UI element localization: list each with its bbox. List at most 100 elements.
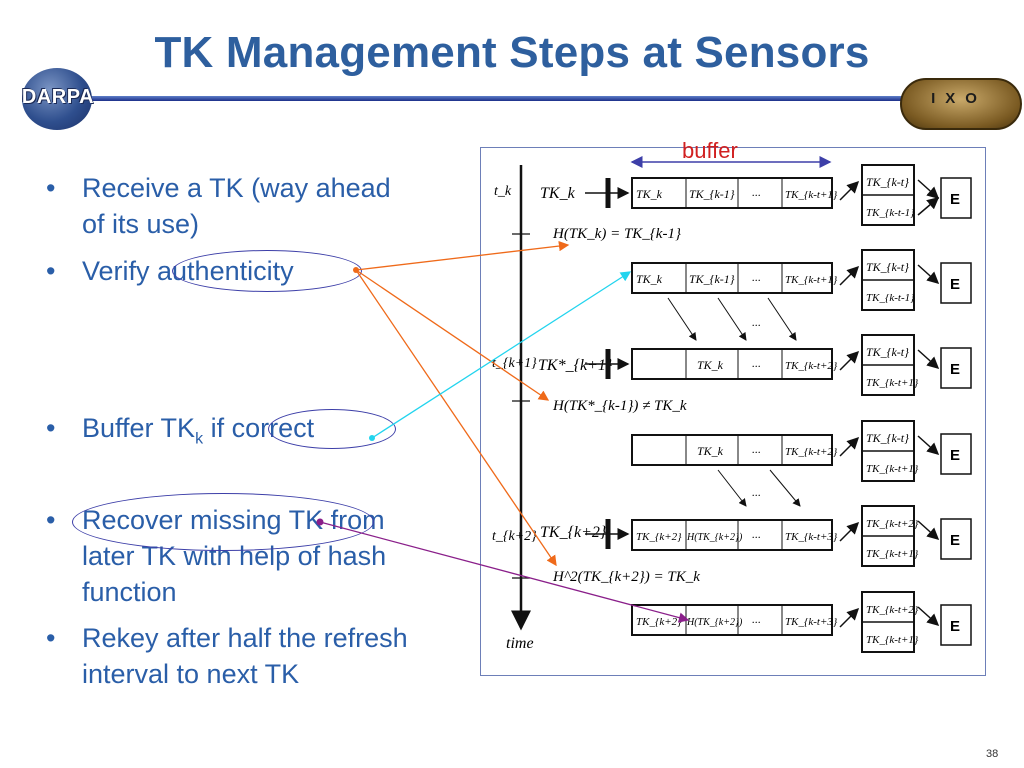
- bullet-buffer-main: Buffer TK: [82, 413, 196, 443]
- bullet-line: Verify authenticity: [82, 256, 294, 286]
- time-mark: t_{k+2}: [492, 529, 537, 544]
- ixo-logo-text: IXO: [931, 90, 987, 107]
- buffer-cell: TK_{k-t+1}: [785, 189, 838, 201]
- buffer-cell: H(TK_{k+2}): [686, 617, 743, 628]
- key-cell: TK_{k-t+1}: [866, 377, 919, 389]
- shift-arrow: [717, 297, 747, 341]
- recover-arrow: [319, 521, 690, 623]
- e-box: E: [950, 618, 960, 635]
- e-box: E: [950, 532, 960, 549]
- shift-arrow: [767, 297, 797, 341]
- key-arrow: [839, 265, 860, 286]
- shift-ellipsis: ...: [752, 315, 761, 329]
- buffer-cell: ...: [752, 442, 761, 456]
- buffer-row: TK_{k+2} H(TK_{k+2}) ... TK_{k-t+3}: [631, 519, 838, 551]
- key-cell: TK_{k-t+1}: [866, 463, 919, 475]
- buffer-arrow-origin: [369, 435, 375, 441]
- buffer-row: TK_k TK_{k-1} ... TK_{k-t+1}: [631, 177, 838, 209]
- buffer-arrow: [371, 271, 632, 439]
- bullet-dot-icon: •: [46, 173, 56, 203]
- verify-arrow: [355, 240, 570, 271]
- key-arrow: [917, 606, 940, 627]
- buffer-cell: TK_{k+2}: [636, 616, 682, 628]
- slide-title: TK Management Steps at Sensors: [154, 28, 870, 77]
- key-arrow: [917, 520, 940, 541]
- buffer-row: TK_k ... TK_{k-t+2}: [631, 348, 838, 380]
- bullet-dot-icon: •: [46, 623, 56, 653]
- bullet-line: Receive a TK (way ahead: [82, 173, 391, 203]
- buffer-cell: ...: [752, 356, 761, 370]
- buffer-cell: ...: [752, 185, 761, 199]
- shift-arrow: [667, 297, 697, 341]
- key-cell: TK_{k-t-1}: [866, 292, 915, 304]
- key-arrow: [917, 179, 940, 200]
- e-box: E: [950, 191, 960, 208]
- shift-ellipsis: ...: [752, 485, 761, 499]
- key-box: TK_{k-t} TK_{k-t+1} E: [839, 420, 972, 482]
- buffer-row: TK_k TK_{k-1} ... TK_{k-t+1}: [631, 262, 838, 294]
- recover-arrow-origin: [316, 518, 324, 526]
- shift-arrow: [717, 469, 747, 507]
- key-cell: TK_{k-t}: [866, 345, 909, 359]
- arrival-label: TK_{k+2}: [540, 524, 607, 541]
- verify-arrow: [355, 269, 550, 401]
- time-mark: t_k: [494, 184, 512, 199]
- arrival-label: TK*_{k+1}: [538, 357, 613, 374]
- buffer-cell: TK_{k-t+1}: [785, 274, 838, 286]
- bullet-dot-icon: •: [46, 256, 56, 286]
- buffer-cell: TK_{k-t+3}: [785, 531, 838, 543]
- darpa-logo-text: DARPA: [21, 86, 95, 108]
- key-box: TK_{k-t+2} TK_{k-t+1} E: [839, 591, 972, 653]
- buffer-cell: TK_{k-1}: [689, 187, 735, 201]
- buffer-cell: ...: [752, 270, 761, 284]
- key-box: TK_{k-t} TK_{k-t+1} E: [839, 334, 972, 396]
- bullet-line: Recover missing TK from: [82, 505, 385, 535]
- e-box: E: [950, 276, 960, 293]
- buffer-row: TK_k ... TK_{k-t+2}: [631, 434, 838, 466]
- e-box: E: [950, 447, 960, 464]
- key-arrow: [917, 264, 940, 285]
- key-cell: TK_{k-t-1}: [866, 207, 915, 219]
- bullet-line: interval to next TK: [82, 659, 300, 689]
- ixo-logo: IXO: [896, 72, 1022, 130]
- key-cell: TK_{k-t+1}: [866, 634, 919, 646]
- equation: H(TK*_{k-1}) ≠ TK_k: [552, 398, 687, 414]
- bullet-line: later TK with help of hash: [82, 541, 387, 571]
- verify-arrow: [355, 269, 557, 567]
- time-mark: t_{k+1}: [492, 356, 537, 371]
- buffer-cell: TK_k: [636, 187, 663, 201]
- bullet-buffer-rest: if correct: [203, 413, 315, 443]
- key-arrow: [839, 436, 860, 457]
- buffer-cell: TK_k: [636, 272, 663, 286]
- e-box: E: [950, 361, 960, 378]
- darpa-logo: DARPA: [2, 68, 114, 130]
- buffer-cell: TK_k: [697, 358, 724, 372]
- bullet-dot-icon: •: [46, 413, 56, 443]
- equation: H(TK_k) = TK_{k-1}: [552, 226, 681, 242]
- buffer-row: TK_{k+2} H(TK_{k+2}) ... TK_{k-t+3}: [631, 604, 838, 636]
- key-arrow: [917, 435, 940, 456]
- key-arrow: [839, 350, 860, 371]
- ixo-badge-icon: [900, 78, 1022, 130]
- bullet-line: Rekey after half the refresh: [82, 623, 408, 653]
- key-cell: TK_{k-t+2}: [866, 518, 919, 530]
- buffer-cell: ...: [752, 612, 761, 626]
- bullet-line: function: [82, 577, 177, 607]
- key-arrow: [839, 521, 860, 542]
- bullet-line: of its use): [82, 209, 200, 239]
- key-box: TK_{k-t} TK_{k-t-1} E: [839, 164, 972, 226]
- buffer-cell: TK_{k-t+3}: [785, 616, 838, 628]
- buffer-cell: ...: [752, 527, 761, 541]
- tk-buffer-figure: [480, 147, 986, 676]
- shift-arrow: [769, 469, 801, 507]
- equation: H^2(TK_{k+2}) = TK_k: [552, 569, 700, 585]
- buffer-cell: TK_{k-t+2}: [785, 446, 838, 458]
- verify-arrow-origin: [353, 267, 359, 273]
- buffer-cell: TK_{k-1}: [689, 272, 735, 286]
- buffer-cell: TK_{k-t+2}: [785, 360, 838, 372]
- buffer-cell: H(TK_{k+2}): [686, 532, 743, 543]
- key-arrow: [917, 349, 940, 370]
- key-arrow: [839, 180, 860, 201]
- page-number: 38: [986, 748, 999, 760]
